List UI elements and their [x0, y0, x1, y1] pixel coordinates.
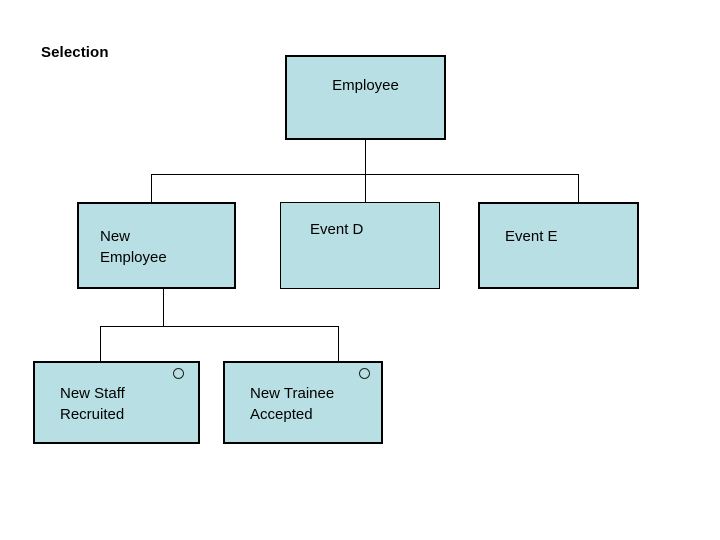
node-employee-label: Employee [332, 77, 399, 94]
node-new-staff-recruited[interactable]: New Staff Recruited [33, 361, 200, 444]
node-new-trainee-accepted-label: New Trainee Accepted [250, 385, 335, 423]
node-event-e-label: Event E [505, 228, 558, 245]
node-employee[interactable]: Employee [285, 55, 446, 140]
connector-drop-event-e [578, 174, 579, 203]
connector-employee-stem [365, 139, 366, 175]
node-new-employee-label: New Employee [100, 228, 167, 266]
connector-drop-new-employee [151, 174, 152, 203]
page-title: Selection [41, 44, 109, 61]
connector-drop-new-staff-recruited [100, 326, 101, 362]
node-new-staff-recruited-label: New Staff Recruited [60, 385, 125, 423]
connector-row3-bar [100, 326, 338, 327]
connector-drop-event-d [365, 174, 366, 203]
circle-marker-icon [359, 368, 370, 379]
connector-drop-new-trainee-accepted [338, 326, 339, 362]
node-new-trainee-accepted[interactable]: New Trainee Accepted [223, 361, 383, 444]
node-event-d-label: Event D [310, 221, 364, 238]
node-new-employee[interactable]: New Employee [77, 202, 236, 289]
node-event-e[interactable]: Event E [478, 202, 639, 289]
node-event-d[interactable]: Event D [280, 202, 440, 289]
circle-marker-icon [173, 368, 184, 379]
connector-new-employee-stem [163, 288, 164, 327]
